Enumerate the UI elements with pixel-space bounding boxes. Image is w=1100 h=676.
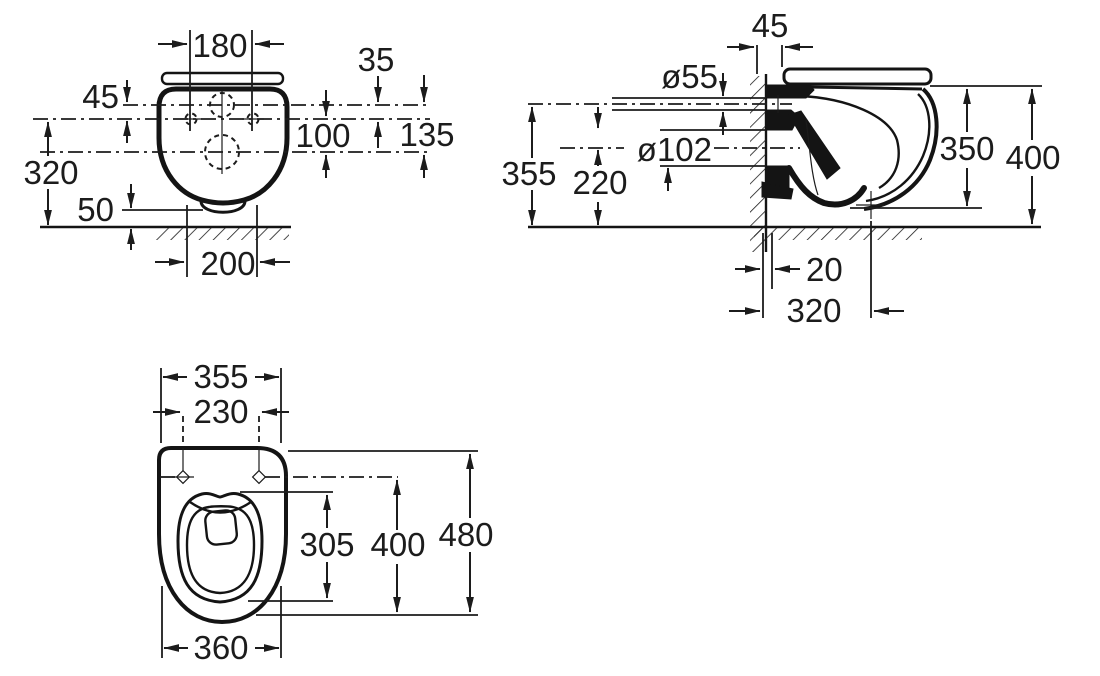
side-centerlines [528, 103, 800, 149]
front-seat-lid [160, 71, 285, 86]
dim-label-350: 350 [939, 130, 994, 167]
dim-label-135: 135 [399, 116, 454, 153]
side-floor [528, 225, 1041, 240]
dim-label-230: 230 [193, 393, 248, 430]
side-wall [750, 74, 768, 252]
side-dim-320: 320 [729, 221, 904, 329]
front-shell-outer [863, 87, 939, 211]
top-fixing-hole-right [251, 469, 267, 485]
dim-label-320: 320 [23, 154, 78, 191]
front-dim-50: 50 [77, 184, 203, 250]
front-dim-200: 200 [155, 205, 290, 282]
front-shell-inner [865, 93, 931, 203]
seat-opening-outer [176, 492, 264, 604]
bowl-back-line [805, 119, 819, 196]
front-bowl-outline [156, 86, 290, 206]
dim-label-50: 50 [77, 191, 114, 228]
inner-bowl-curve [798, 94, 900, 190]
front-dim-45: 45 [82, 78, 131, 143]
dim-label-320: 320 [786, 292, 841, 329]
bowl-back-ledge [189, 501, 252, 514]
top-fixing-hole-left [175, 469, 191, 485]
dim-label-200: 200 [200, 245, 255, 282]
section-fill-top [765, 84, 815, 99]
side-rim-top [808, 85, 923, 91]
top-dim-360: 360 [161, 586, 282, 666]
dim-label-480: 480 [438, 516, 493, 553]
side-floor-hatch [754, 228, 922, 240]
dim-label-dia55: ø55 [661, 58, 718, 95]
side-dim-350: 350 [850, 85, 1042, 209]
side-toilet-outline [761, 67, 939, 219]
dim-label-35: 35 [358, 41, 395, 78]
dim-label-355: 355 [501, 155, 556, 192]
dim-label-20: 20 [806, 251, 843, 288]
dim-label-180: 180 [192, 27, 247, 64]
top-dim-355: 355 [160, 358, 282, 443]
front-dim-135: 135 [399, 75, 455, 178]
section-fill-channel [788, 110, 841, 180]
dim-label-45: 45 [752, 7, 789, 44]
side-dim-45: 45 [727, 7, 813, 74]
top-view: 355 230 305 400 480 [153, 358, 494, 666]
top-dim-480: 480 [256, 450, 494, 616]
front-view: 180 45 35 135 100 320 [23, 27, 454, 282]
side-dim-102: ø102 [594, 107, 766, 191]
side-seat-lid [782, 67, 933, 86]
front-floor-hatch [155, 228, 289, 240]
dim-label-dia102: ø102 [637, 131, 712, 168]
dim-label-355: 355 [193, 358, 248, 395]
side-dim-55: ø55 [612, 58, 766, 135]
dim-label-305: 305 [299, 526, 354, 563]
top-body-outline [157, 446, 288, 624]
front-bowl-bump [199, 200, 247, 214]
front-dim-320: 320 [23, 121, 79, 226]
dim-label-400: 400 [1005, 139, 1060, 176]
dim-label-100: 100 [295, 117, 350, 154]
front-centerlines [33, 104, 430, 153]
top-dim-305: 305 [240, 491, 355, 602]
side-dim-220: 220 [572, 149, 628, 226]
front-dim-180: 180 [158, 27, 284, 131]
top-dim-400: 400 [370, 479, 426, 613]
top-toilet-outline [157, 446, 288, 624]
dim-label-220: 220 [572, 164, 627, 201]
side-view: 45 ø55 ø102 355 220 [501, 7, 1060, 329]
side-dim-20: 20 [735, 233, 843, 318]
front-dim-100: 100 [295, 90, 351, 178]
side-dim-355: 355 [501, 106, 557, 226]
front-dim-35: 35 [358, 41, 395, 148]
seat-opening-inner [185, 505, 256, 595]
trap-curve [786, 165, 867, 208]
side-dim-400: 400 [1005, 88, 1061, 225]
dim-label-360: 360 [193, 629, 248, 666]
section-fill-foot [761, 181, 794, 200]
dim-label-45: 45 [82, 78, 119, 115]
flush-outlet [204, 509, 239, 546]
dim-label-400: 400 [370, 526, 425, 563]
top-dim-230: 230 [153, 393, 289, 471]
front-floor [40, 225, 291, 240]
wall-hatch [750, 76, 766, 252]
